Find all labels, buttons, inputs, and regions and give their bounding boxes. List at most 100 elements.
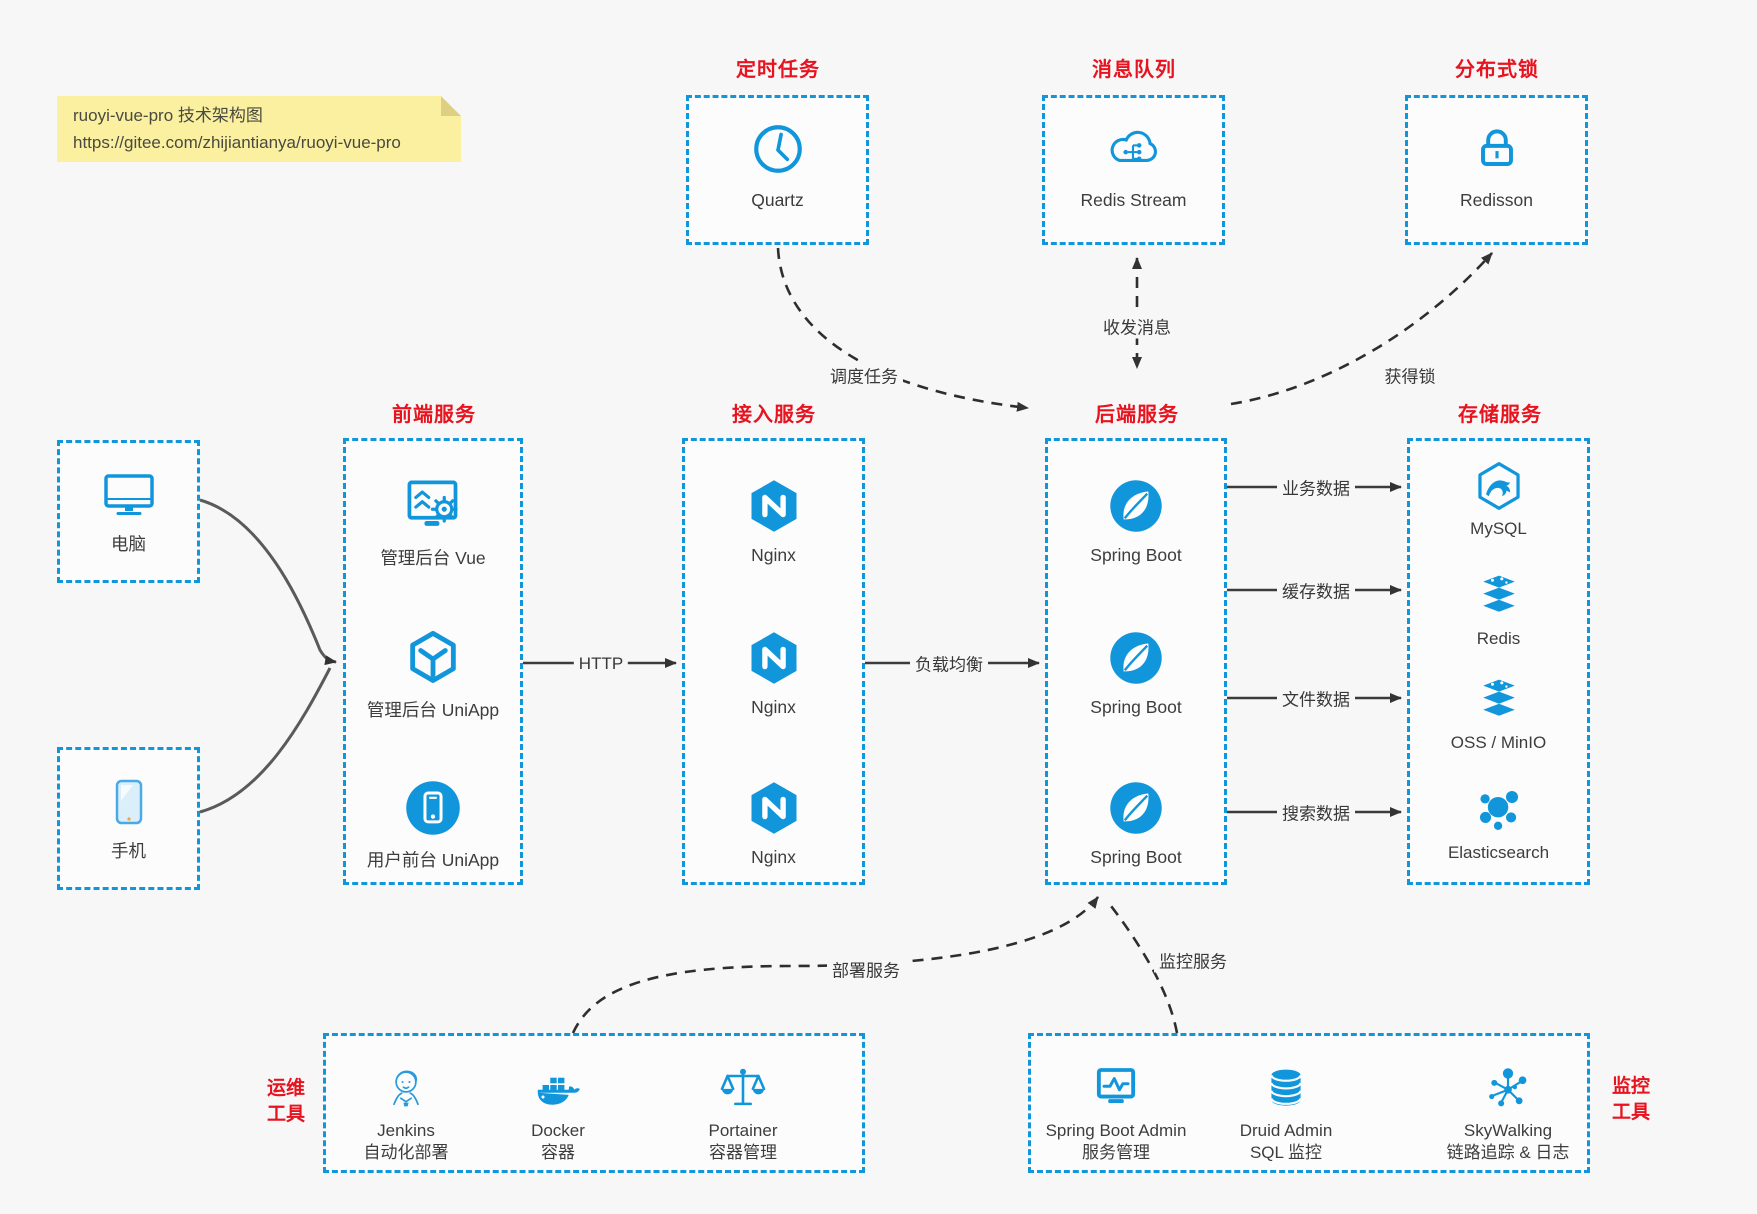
node-name: Druid Admin (1239, 1121, 1333, 1140)
node-label: Redis Stream (1080, 190, 1187, 210)
node-mobile: 手机 (60, 750, 197, 887)
note-title: ruoyi-vue-pro 技术架构图 (73, 106, 263, 125)
node-label: 管理后台 UniApp (366, 700, 500, 720)
portainer-scales-icon (719, 1064, 767, 1112)
node-label: Nginx (751, 697, 796, 717)
uniapp-cube-icon (403, 628, 463, 688)
node-label: Elasticsearch (1447, 843, 1550, 862)
node-label: Nginx (751, 545, 796, 565)
user-app-icon (403, 778, 463, 838)
node-spring-boot-2: Spring Boot (1048, 628, 1224, 718)
node-desc: SQL 监控 (1249, 1143, 1323, 1162)
node-quartz: Quartz (689, 98, 866, 242)
edge-label-cache-data: 缓存数据 (1277, 577, 1355, 603)
monitoring-tools-box: Spring Boot Admin 服务管理 Druid Admin SQL 监… (1028, 1033, 1590, 1173)
node-redis: Redis (1410, 570, 1587, 649)
solid-arrows (523, 482, 1402, 817)
node-desc: 链路追踪 & 日志 (1446, 1143, 1570, 1162)
node-admin-uniapp: 管理后台 UniApp (346, 628, 520, 722)
sticky-note: ruoyi-vue-pro 技术架构图 https://gitee.com/zh… (57, 96, 461, 162)
skywalking-icon (1484, 1064, 1532, 1112)
node-name: SkyWalking (1463, 1121, 1553, 1140)
message-queue-box: Redis Stream (1042, 95, 1225, 245)
edge-label-search-data: 搜索数据 (1277, 799, 1355, 825)
client-merge-curves (199, 498, 337, 814)
node-oss-minio: OSS / MinIO (1410, 674, 1587, 753)
clock-icon (749, 120, 807, 178)
node-elasticsearch: Elasticsearch (1410, 784, 1587, 863)
node-jenkins: Jenkins 自动化部署 (326, 1036, 486, 1164)
acquire-lock-curve (1230, 252, 1493, 406)
schedule-task-curve (776, 247, 1029, 412)
node-spring-boot-1: Spring Boot (1048, 476, 1224, 566)
edge-label-message: 收发消息 (1098, 313, 1176, 339)
devops-title-line2: 工具 (266, 1104, 305, 1125)
distributed-lock-box: Redisson (1405, 95, 1588, 245)
spring-boot-icon (1106, 628, 1166, 688)
node-redisson: Redisson (1408, 98, 1585, 242)
monitoring-title-line2: 工具 (1611, 1102, 1650, 1123)
group-title-frontend: 前端服务 (392, 404, 476, 426)
node-portainer: Portainer 容器管理 (663, 1036, 823, 1164)
edge-label-acquire-lock: 获得锁 (1379, 362, 1441, 388)
elasticsearch-icon (1473, 784, 1525, 836)
node-desc: 容器管理 (709, 1143, 777, 1162)
node-label: Redis (1476, 629, 1521, 648)
pc-client-box: 电脑 (57, 440, 200, 583)
docker-whale-icon (534, 1064, 582, 1112)
node-name: Spring Boot Admin (1045, 1121, 1187, 1140)
devops-tools-box: Jenkins 自动化部署 Docker 容器 Portainer 容器管理 (323, 1033, 865, 1173)
node-label: OSS / MinIO (1450, 733, 1547, 752)
storage-services-box: MySQL Redis OSS / MinIO Elasticsearch (1407, 438, 1590, 885)
node-label: MySQL (1470, 519, 1527, 538)
edge-label-monitor: 监控服务 (1154, 947, 1232, 973)
spring-boot-icon (1106, 778, 1166, 838)
group-title-storage: 存储服务 (1458, 404, 1542, 426)
phone-icon (101, 774, 157, 830)
gateway-services-box: Nginx Nginx Nginx (682, 438, 865, 885)
group-title-backend: 后端服务 (1095, 404, 1179, 426)
node-label: 手机 (111, 841, 146, 861)
lock-icon (1468, 120, 1526, 178)
spring-boot-icon (1106, 476, 1166, 536)
springboot-admin-icon (1092, 1064, 1140, 1112)
node-pc: 电脑 (60, 443, 197, 580)
node-nginx-1: Nginx (685, 476, 862, 566)
edge-label-deploy: 部署服务 (827, 956, 905, 982)
node-label: 用户前台 UniApp (366, 850, 500, 870)
node-redis-stream: Redis Stream (1045, 98, 1222, 242)
edge-label-schedule: 调度任务 (825, 362, 903, 388)
nginx-icon (744, 628, 804, 688)
oss-stack-icon (1473, 674, 1525, 726)
node-docker: Docker 容器 (478, 1036, 638, 1164)
nginx-icon (744, 778, 804, 838)
node-druid-admin: Druid Admin SQL 监控 (1201, 1036, 1371, 1164)
cloud-stream-icon (1105, 120, 1163, 178)
node-name: Portainer (708, 1121, 778, 1140)
node-nginx-3: Nginx (685, 778, 862, 868)
group-title-message-queue: 消息队列 (1092, 59, 1176, 81)
node-desc: 自动化部署 (363, 1143, 449, 1162)
node-desc: 服务管理 (1082, 1143, 1150, 1162)
node-nginx-2: Nginx (685, 628, 862, 718)
desktop-icon (101, 467, 157, 523)
redis-stack-icon (1473, 570, 1525, 622)
jenkins-icon (382, 1064, 430, 1112)
node-desc: 容器 (541, 1143, 575, 1162)
nginx-icon (744, 476, 804, 536)
edge-label-business-data: 业务数据 (1277, 474, 1355, 500)
node-label: Spring Boot (1090, 697, 1182, 717)
node-label: Spring Boot (1090, 545, 1182, 565)
node-label: Nginx (751, 847, 796, 867)
group-title-monitoring-tools: 监控 工具 (1591, 1074, 1671, 1126)
node-spring-boot-3: Spring Boot (1048, 778, 1224, 868)
node-spring-boot-admin: Spring Boot Admin 服务管理 (1031, 1036, 1201, 1164)
edge-label-load-balance: 负载均衡 (910, 650, 988, 676)
monitoring-title-line1: 监控 (1611, 1076, 1650, 1097)
edge-label-file-data: 文件数据 (1277, 685, 1355, 711)
druid-database-icon (1262, 1064, 1310, 1112)
mobile-client-box: 手机 (57, 747, 200, 890)
admin-vue-icon (403, 476, 463, 536)
frontend-services-box: 管理后台 Vue 管理后台 UniApp 用户前台 UniApp (343, 438, 523, 885)
